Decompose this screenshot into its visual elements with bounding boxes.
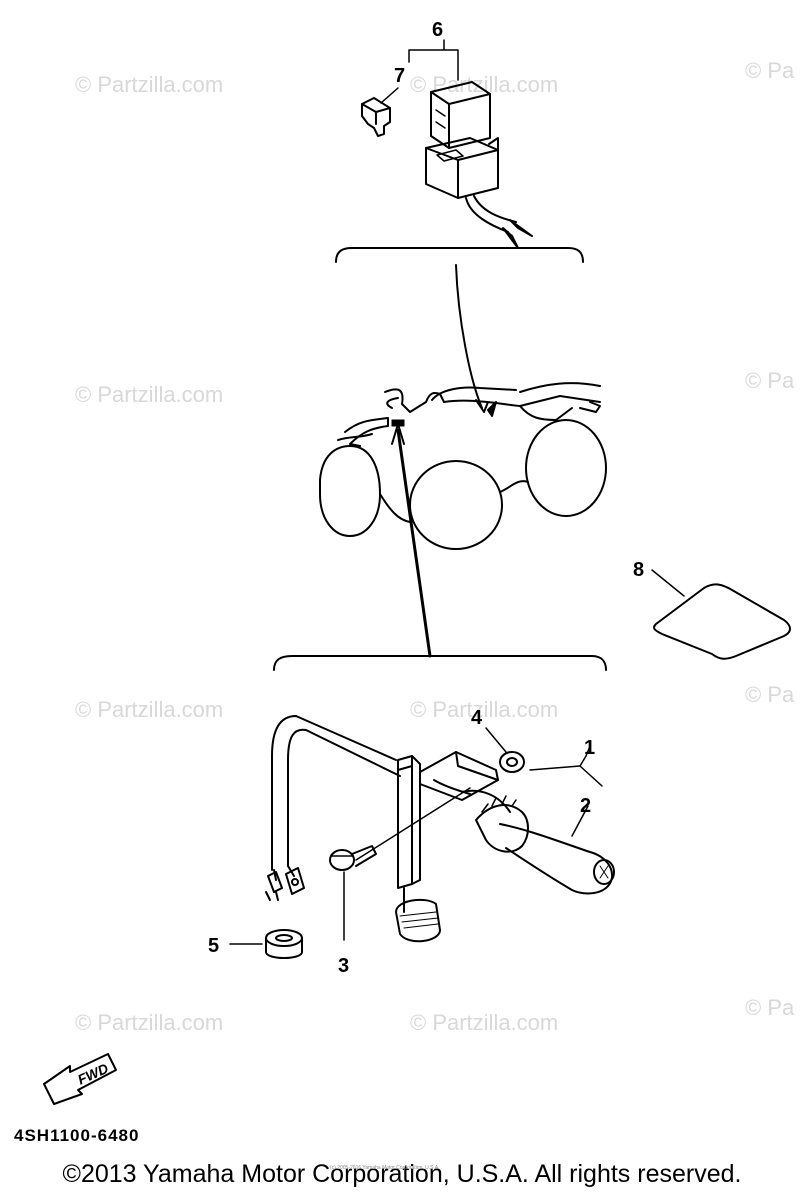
small-copyright-note: (c) 2005-2016 Yamaha Motor Corporation, … [330, 1165, 440, 1171]
callout-5: 5 [208, 935, 220, 957]
callout-6: 6 [432, 19, 444, 41]
callout-7: 7 [394, 65, 406, 87]
watermark: © Partzilla.com [75, 382, 224, 407]
watermark: © Partzilla.com [75, 697, 224, 722]
watermark: © Partzilla.com [410, 697, 559, 722]
watermark: © Pa [745, 682, 795, 707]
watermark: © Partzilla.com [410, 1010, 559, 1035]
switch-assembly [265, 715, 615, 943]
nut [499, 751, 525, 773]
fuse [361, 97, 391, 137]
watermark: © Partzilla.com [75, 1010, 224, 1035]
relay-fuse-box [425, 81, 533, 249]
callout-8: 8 [633, 559, 645, 581]
watermark: © Pa [745, 58, 795, 83]
fwd-arrow-icon: FWD [43, 1053, 117, 1105]
watermark: © Partzilla.com [75, 72, 224, 97]
callout-4: 4 [471, 707, 483, 729]
atv-outline [319, 382, 607, 550]
watermark: © Partzilla.com [410, 72, 559, 97]
fwd-label: FWD [75, 1060, 111, 1088]
decal-label [651, 569, 791, 660]
watermark: © Pa [745, 995, 795, 1020]
callout-2: 2 [580, 795, 592, 817]
callout-1: 1 [584, 737, 596, 759]
screw [329, 787, 471, 871]
copyright-notice: ©2013 Yamaha Motor Corporation, U.S.A. A… [62, 1160, 742, 1188]
watermark: © Pa [745, 368, 795, 393]
grommet [265, 929, 303, 959]
part-code: 4SH1100-6480 [14, 1126, 140, 1145]
callout-3: 3 [338, 955, 350, 977]
